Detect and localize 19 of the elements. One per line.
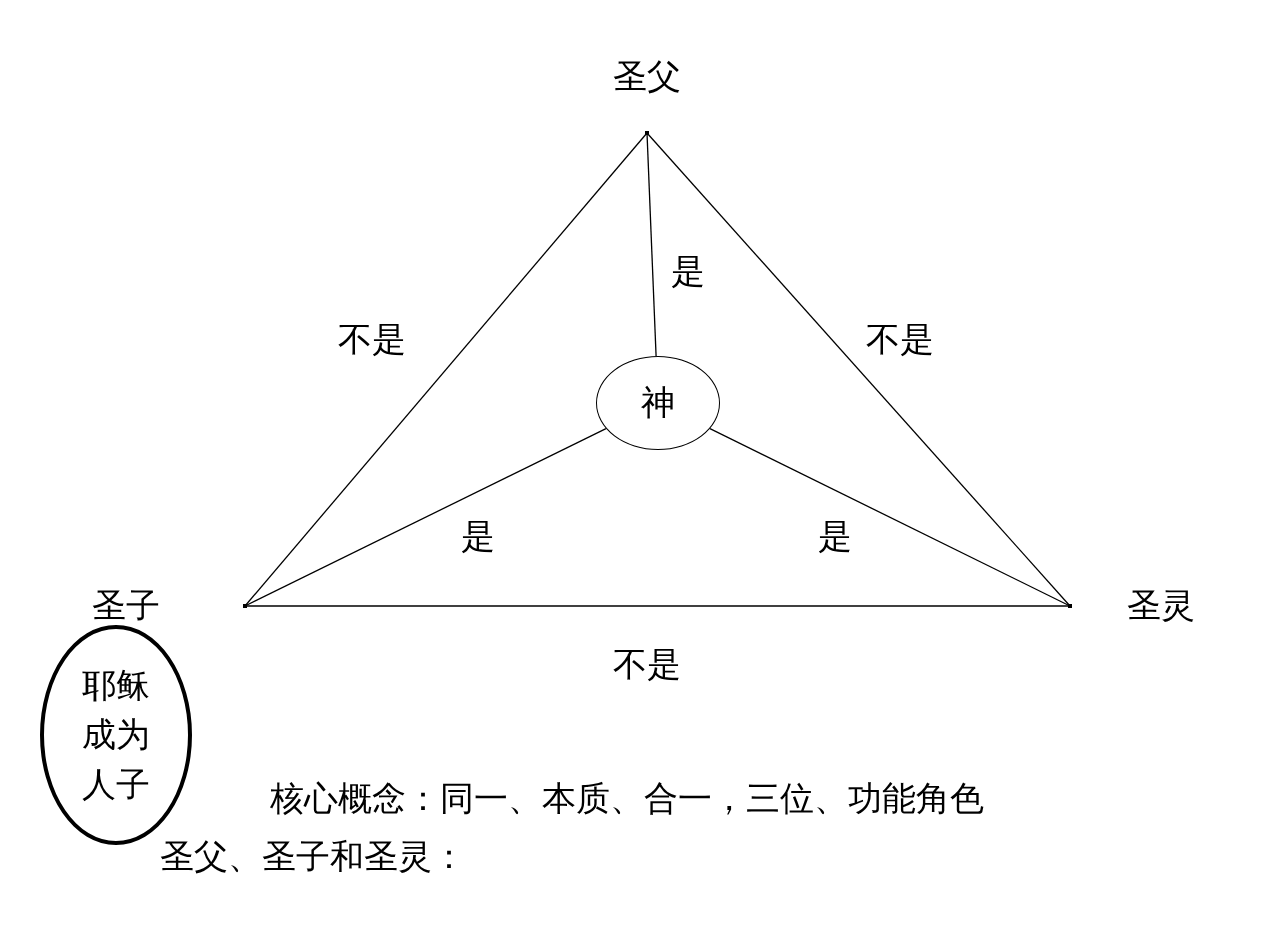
edge-label: 不是	[613, 646, 681, 684]
connector-line	[244, 605, 1071, 607]
node-text: 圣灵	[1127, 587, 1195, 625]
edge-label: 不是	[866, 321, 934, 359]
node-text: 圣父	[613, 58, 681, 96]
note-text: 圣父、圣子和圣灵：	[160, 838, 466, 876]
note-text: 核心概念：同一、本质、合一，三位、功能角色	[270, 780, 984, 818]
edge-label: 不是	[338, 321, 406, 359]
connector-line	[244, 427, 607, 607]
connector-line	[646, 132, 657, 357]
edge-label: 是	[461, 518, 495, 556]
connector-line	[646, 132, 1071, 607]
node-text: 圣子	[92, 587, 160, 625]
node-text: 神	[641, 384, 675, 422]
connector-line	[709, 427, 1071, 607]
node-text: 耶稣成为人子	[82, 664, 150, 806]
edge-label: 是	[818, 518, 852, 556]
connector-line	[244, 132, 648, 607]
edge-label: 是	[671, 253, 705, 291]
